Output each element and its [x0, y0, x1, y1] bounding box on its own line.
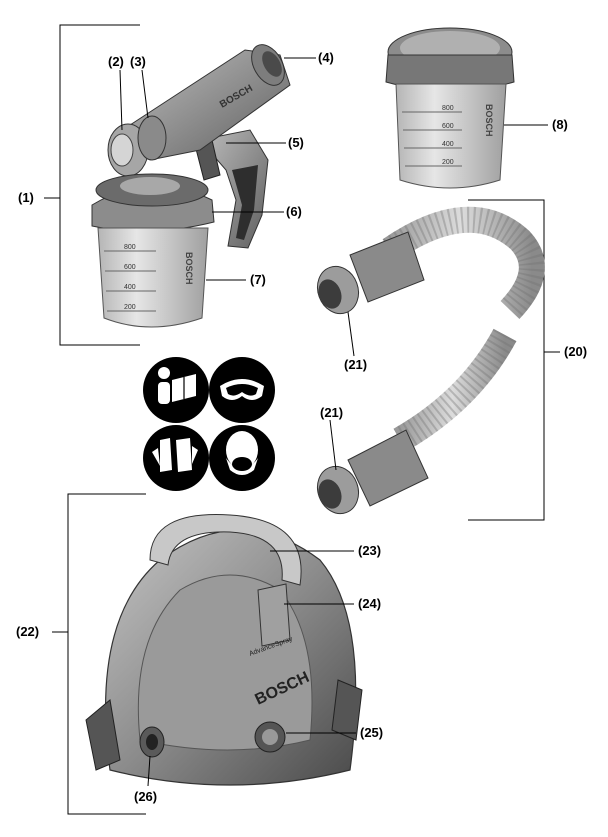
callout-5: (5)	[288, 135, 304, 150]
spare-mark-400: 400	[442, 141, 454, 148]
spare-brand: BOSCH	[484, 104, 494, 137]
bracket-group-1	[44, 24, 140, 346]
safety-icon-manual	[143, 357, 209, 423]
callout-23: (23)	[358, 543, 382, 558]
callout-26: (26)	[134, 789, 158, 804]
bracket-group-20	[468, 199, 560, 521]
flow-regulator-ring	[137, 115, 167, 161]
base-unit: AdvanceSpray BOSCH	[85, 514, 363, 786]
spray-gun: BOSCH 800 600 400 200 BOSCH	[91, 44, 291, 328]
safety-icon-mask	[209, 425, 275, 491]
callout-7: (7)	[250, 272, 266, 287]
callout-20: (20)	[564, 344, 588, 359]
paint-container	[97, 227, 209, 328]
cup-brand: BOSCH	[184, 252, 194, 285]
safety-icon-goggles	[209, 357, 275, 423]
leader-lines	[119, 57, 548, 787]
callout-1: (1)	[18, 190, 34, 205]
cup-mark-200: 200	[124, 304, 136, 311]
safety-icon-gloves	[143, 425, 209, 491]
cup-mark-600: 600	[124, 264, 136, 271]
callout-21-top: (21)	[344, 357, 368, 372]
spare-mark-800: 800	[442, 105, 454, 112]
callout-8: (8)	[552, 117, 568, 132]
callout-21-bottom: (21)	[320, 405, 344, 420]
callout-6: (6)	[286, 204, 302, 219]
callout-22: (22)	[16, 624, 40, 639]
callout-2: (2)	[108, 54, 124, 69]
cup-mark-800: 800	[124, 244, 136, 251]
spare-mark-200: 200	[442, 159, 454, 166]
cup-mark-400: 400	[124, 284, 136, 291]
callout-4: (4)	[318, 50, 334, 65]
callout-25: (25)	[360, 725, 384, 740]
bracket-group-22	[52, 493, 146, 815]
callout-24: (24)	[358, 596, 382, 611]
carry-handle	[149, 514, 302, 586]
spare-mark-600: 600	[442, 123, 454, 130]
air-hose	[316, 206, 545, 515]
hose-holder	[257, 583, 291, 647]
spare-container: 800 600 400 200 BOSCH	[385, 27, 515, 189]
callout-3: (3)	[130, 54, 146, 69]
